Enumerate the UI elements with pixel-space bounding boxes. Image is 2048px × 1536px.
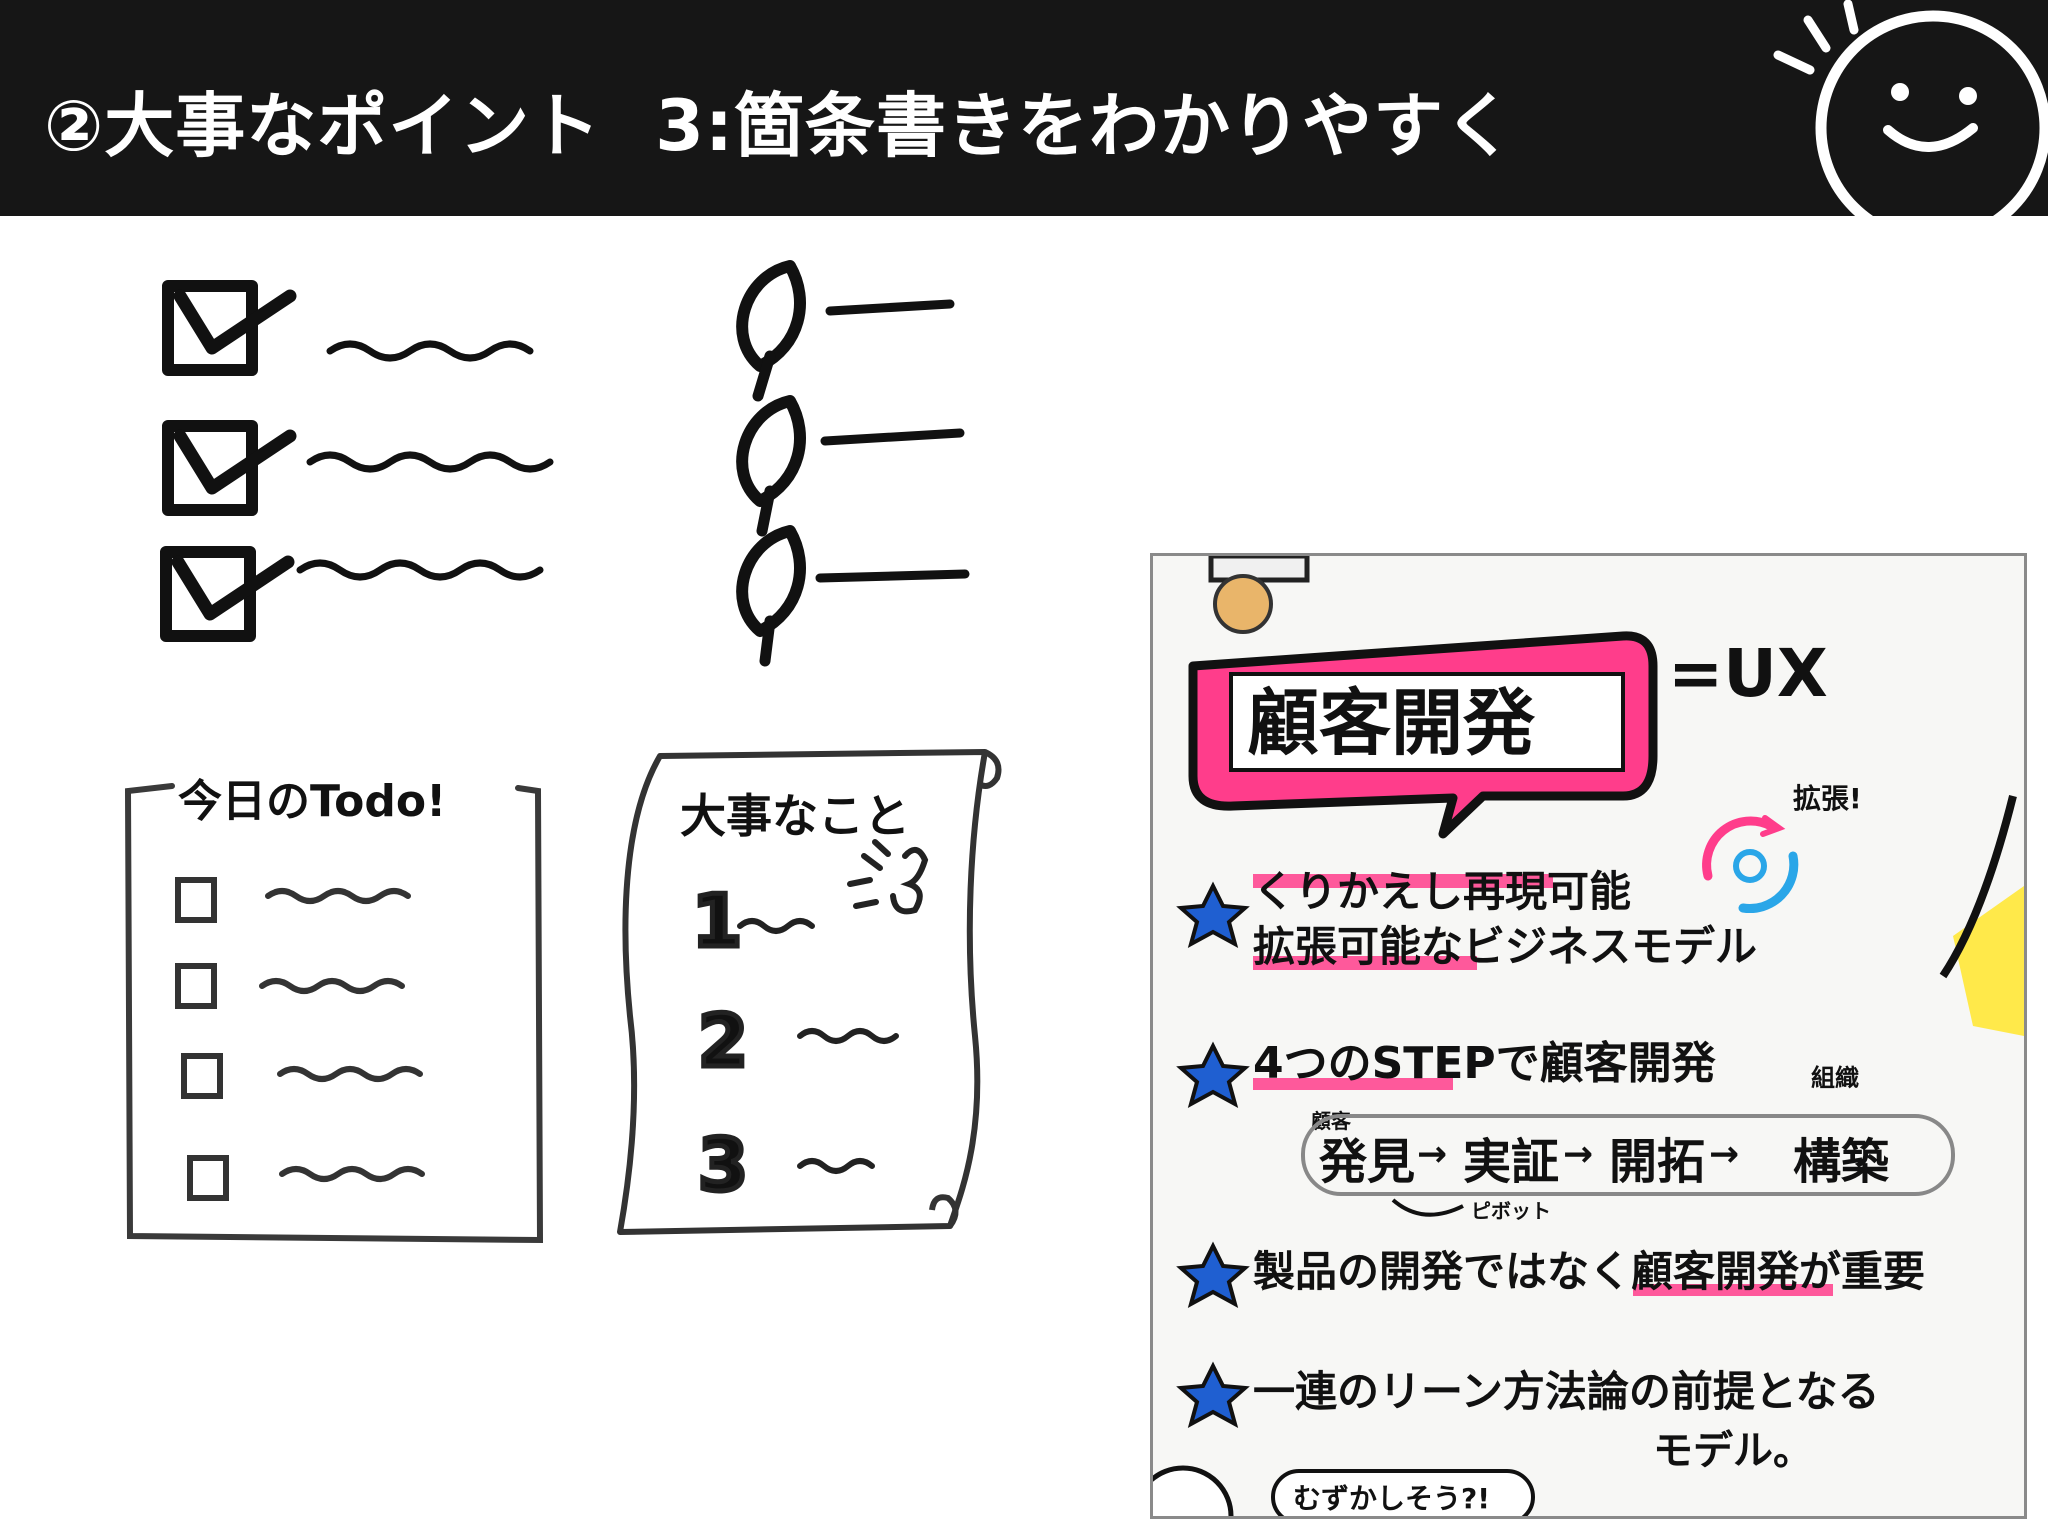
pivot-label: ピボット xyxy=(1471,1199,1551,1223)
bullet-4-line-1: 一連のリーン方法論の前提となる xyxy=(1253,1367,1880,1416)
flow-small-label: 顧客 xyxy=(1311,1109,1352,1133)
leaf-bullet-1 xyxy=(736,260,955,402)
expand-note: 拡張! xyxy=(1793,782,1862,815)
speech-bubble-text: 顧客開発 xyxy=(1247,681,1536,765)
todo-card: 今日のTodo! xyxy=(124,776,544,1244)
star-bullet-icon xyxy=(1176,881,1250,949)
slide-title: ②大事なポイント 3:箇条書きをわかりやすく xyxy=(44,70,1515,171)
title-bar: ②大事なポイント 3:箇条書きをわかりやすく xyxy=(0,0,2048,216)
sparkle-icon xyxy=(847,839,929,915)
bullet-2-line-1: 4つのSTEPで顧客開発 xyxy=(1253,1038,1717,1089)
flow-step-4: 構築 xyxy=(1793,1134,1890,1190)
graphic-recording-photo: 顧客開発 =UX 拡張! くりかえし再現可能 拡張可能なビジネスモデル 4つのS… xyxy=(1150,553,2027,1519)
scroll-card: 大事なこと 1 2 3 xyxy=(617,749,1002,1235)
flow-step-1: 発見 xyxy=(1319,1134,1415,1190)
flow-step-2: 実証 xyxy=(1463,1134,1559,1190)
character-icon xyxy=(1153,1465,1234,1516)
bottom-speech-bubble xyxy=(1271,1469,1535,1516)
bullet-2: 4つのSTEPで顧客開発 顧客 組織 発見 → 実証 → 開拓 → 構築 ピボッ… xyxy=(1176,1038,1955,1223)
star-bullet-icon xyxy=(1176,1241,1250,1309)
star-bullet-icon xyxy=(1176,1041,1250,1109)
title-part-2: 3:箇条書きをわかりやすく xyxy=(655,85,1515,167)
cycle-arrows-icon xyxy=(1702,815,1799,914)
bullet-1-line-2: 拡張可能なビジネスモデル xyxy=(1253,922,1757,971)
checkbox-bullet-2 xyxy=(162,420,554,516)
checkbox-bullet-3 xyxy=(160,546,544,642)
leaf-bullet-3 xyxy=(736,525,970,667)
scroll-number-2: 2 xyxy=(698,999,748,1083)
star-bullet-icon xyxy=(1176,1361,1250,1429)
equals-ux-label: =UX xyxy=(1668,635,1828,712)
scroll-card-header: 大事なこと xyxy=(680,789,910,843)
title-part-1: ②大事なポイント xyxy=(44,85,602,167)
checkbox-bullet-list xyxy=(160,280,554,642)
leaf-bullet-list xyxy=(736,260,970,667)
checkbox-bullet-1 xyxy=(162,280,534,376)
bullet-1-line-1: くりかえし再現可能 xyxy=(1253,867,1631,916)
bullet-3-line-1: 製品の開発ではなく顧客開発が重要 xyxy=(1253,1247,1925,1296)
flow-step-3: 開拓 xyxy=(1609,1134,1705,1190)
flow-org-label: 組織 xyxy=(1811,1064,1859,1092)
bullet-1: くりかえし再現可能 拡張可能なビジネスモデル xyxy=(1176,867,1757,971)
sketch-examples: 今日のTodo! 大事なこと 1 2 3 xyxy=(124,260,1002,1244)
bullet-3: 製品の開発ではなく顧客開発が重要 xyxy=(1176,1241,1925,1309)
scroll-number-3: 3 xyxy=(698,1123,748,1207)
smiley-mascot-icon xyxy=(1773,0,2048,216)
svg-text:→: → xyxy=(1709,1134,1739,1175)
bullet-4-line-2: モデル。 xyxy=(1653,1428,1813,1474)
scroll-number-1: 1 xyxy=(692,879,742,963)
bullet-4: 一連のリーン方法論の前提となる モデル。 xyxy=(1176,1361,1880,1474)
leaf-bullet-2 xyxy=(736,395,965,537)
svg-text:→: → xyxy=(1417,1134,1447,1175)
bottom-speech-text: むずかしそう?! xyxy=(1293,1482,1490,1515)
todo-card-header: 今日のTodo! xyxy=(178,776,446,827)
svg-text:→: → xyxy=(1563,1134,1593,1175)
